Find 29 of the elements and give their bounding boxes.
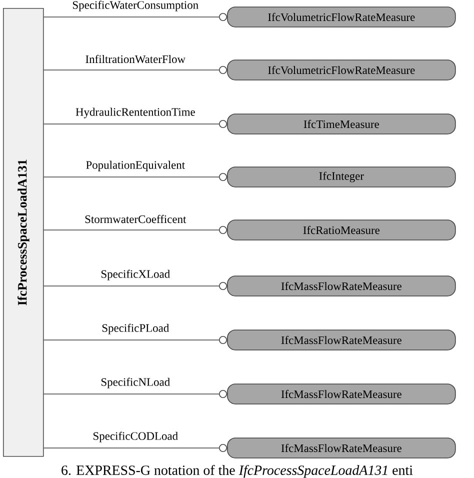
connector-line [43, 226, 227, 234]
connector-line [43, 173, 227, 181]
caption: 6. EXPRESS-G notation of the IfcProcessSpaceLoadA131 enti [62, 465, 413, 478]
type-box: IfcMassFlowRateMeasure [227, 384, 456, 404]
entity-box: IfcProcessSpaceLoadA131 [3, 8, 44, 457]
type-box: IfcInteger [227, 166, 456, 188]
connector-line [43, 444, 227, 452]
type-box: IfcTimeMeasure [227, 114, 456, 134]
edge-label: SpecificCODLoad [92, 430, 180, 444]
type-box: IfcMassFlowRateMeasure [227, 330, 456, 350]
edge-label: StormwaterCoefficent [84, 214, 188, 224]
type-box: IfcRatioMeasure [227, 220, 456, 240]
connector-line [43, 66, 227, 74]
edge-label: SpecificNLoad [100, 376, 172, 390]
edge-label: SpecificXLoad [100, 268, 172, 282]
edge-label: InfiltrationWaterFlow [84, 54, 187, 64]
type-box: IfcMassFlowRateMeasure [227, 438, 456, 458]
connector-line [43, 390, 227, 398]
edge-label: SpecificWaterConsumption [71, 0, 200, 12]
type-box: IfcMassFlowRateMeasure [227, 276, 456, 296]
type-box: IfcVolumetricFlowRateMeasure [227, 6, 456, 28]
type-box: IfcVolumetricFlowRateMeasure [227, 60, 456, 80]
edge-label: SpecificPLoad [100, 322, 170, 336]
connector-line [43, 282, 227, 290]
edge-label: HydraulicRententionTime [74, 106, 196, 120]
connector-line [43, 13, 227, 21]
connector-line [43, 336, 227, 344]
connector-line [43, 120, 227, 128]
edge-label: PopulationEquivalent [84, 160, 186, 172]
